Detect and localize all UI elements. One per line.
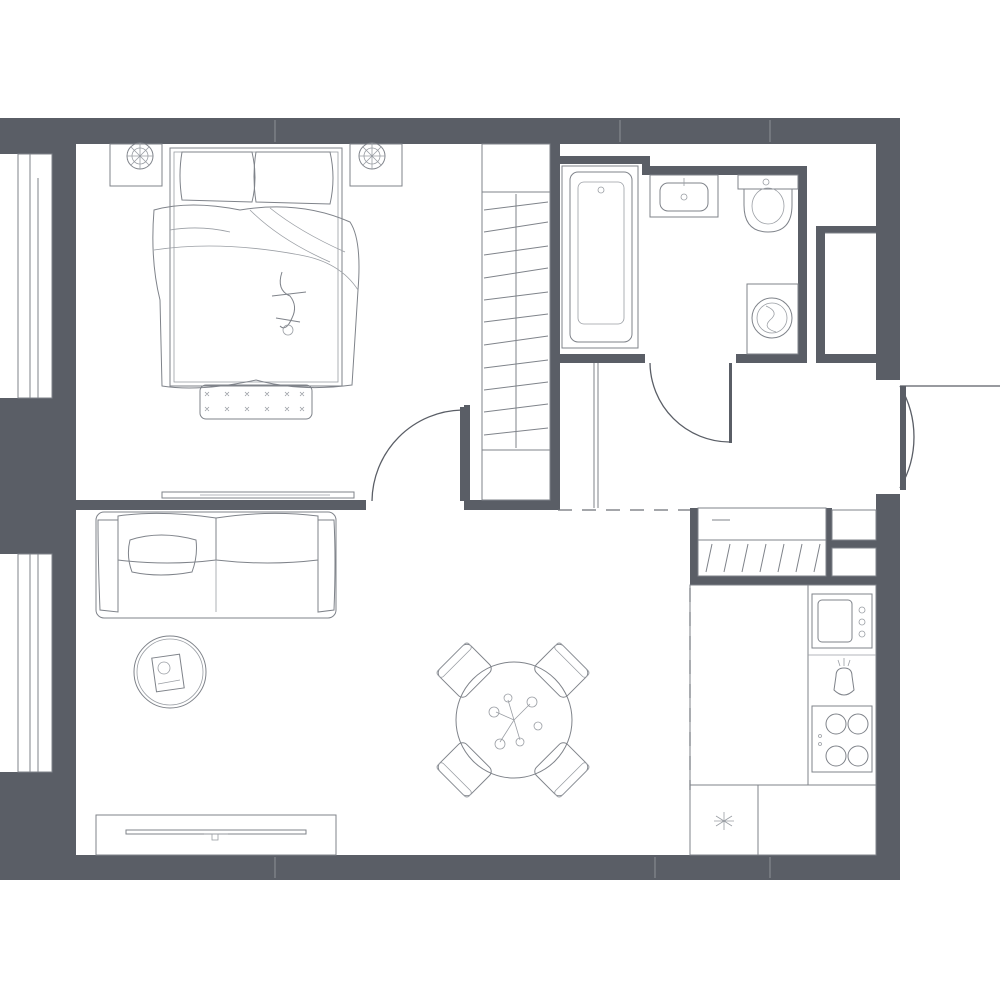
stove-icon [811, 705, 873, 773]
sink-icon [649, 174, 719, 218]
flowers-icon [488, 693, 543, 750]
nightstand-left [109, 142, 163, 187]
living-room [95, 511, 590, 856]
hallway-wardrobe [697, 507, 877, 577]
nightstand-right [349, 142, 403, 187]
tv-stand [95, 814, 337, 856]
dining-table-icon [436, 642, 590, 798]
exterior-walls [0, 118, 900, 880]
fridge-icon [689, 784, 877, 856]
washing-machine-icon [746, 283, 799, 355]
bed-icon [152, 147, 360, 389]
kitchen-sink-icon [811, 593, 873, 649]
bathtub-icon [561, 165, 639, 349]
kitchen [689, 584, 877, 856]
windows-left [17, 153, 53, 773]
bathroom-door[interactable] [649, 362, 732, 443]
zone-boundaries [558, 363, 691, 790]
entrance-door[interactable] [899, 385, 1000, 490]
bedroom [109, 142, 551, 501]
toilet-icon [737, 174, 799, 233]
bathroom [561, 165, 799, 355]
interior-walls [76, 144, 876, 585]
tv-icon [161, 491, 355, 499]
coffee-table [133, 635, 207, 709]
sofa-icon [95, 511, 337, 619]
wardrobe-icon [481, 143, 551, 501]
bench [199, 384, 313, 420]
windows-top-bottom [274, 120, 771, 878]
hood-icon [808, 654, 876, 696]
bedroom-door[interactable] [371, 407, 464, 502]
